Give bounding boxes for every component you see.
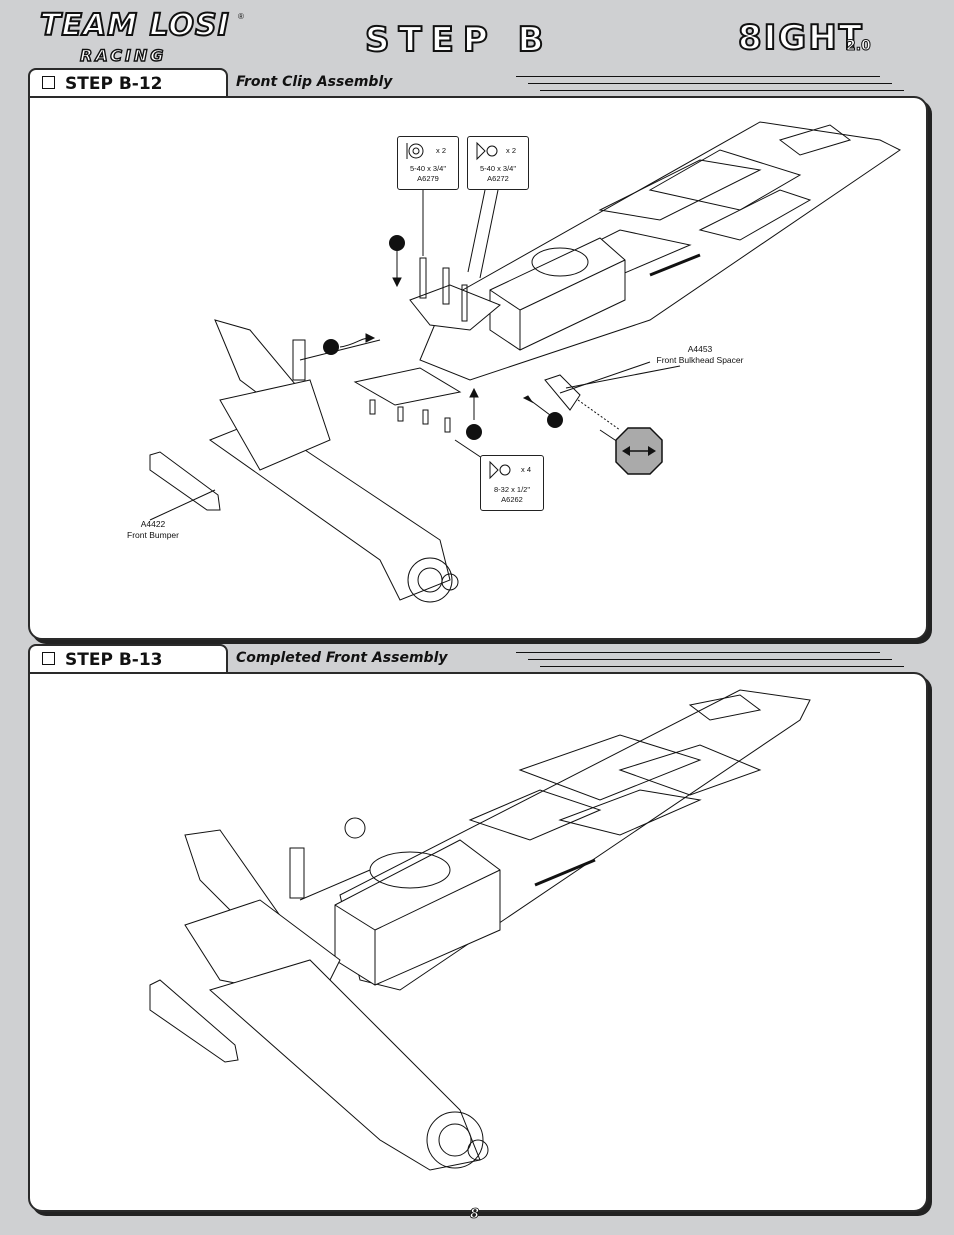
step-b13-label: STEP B-13 — [65, 650, 163, 670]
callout-qty: x 2 — [506, 146, 517, 155]
front-end-b13 — [184, 817, 489, 1171]
front-end-b12 — [208, 319, 459, 603]
adjust-symbol-icon — [615, 427, 663, 475]
step-b12-subtitle: Front Clip Assembly — [236, 74, 393, 90]
racing-logo: RACING — [79, 45, 167, 65]
step-b12-label: STEP B-12 — [65, 74, 163, 94]
step-b12-tab: STEP B-12 — [28, 68, 228, 100]
part-name: Front Bumper — [127, 530, 179, 540]
header-rule — [528, 83, 892, 84]
part-number: A4453 — [687, 344, 713, 354]
reference-dot-icon — [547, 412, 563, 428]
callout-part: A6279 — [417, 174, 439, 183]
step-b13-subtitle: Completed Front Assembly — [236, 650, 448, 666]
team-losi-logo: TEAM LOSI — [39, 7, 230, 44]
part-number: A4422 — [140, 519, 166, 529]
checkbox-icon[interactable] — [42, 651, 55, 665]
part-label-a4422: A4422 Front Bumper — [110, 519, 196, 541]
receiver-box-b13 — [334, 839, 501, 986]
part-label-a4453: A4453 Front Bulkhead Spacer — [640, 344, 760, 366]
callout-size: 5-40 x 3/4" — [409, 164, 447, 173]
registered-mark: ® — [238, 12, 244, 21]
callout-qty: x 4 — [521, 465, 532, 474]
receiver-box-b12 — [489, 237, 626, 351]
page-number: 8 — [470, 1207, 480, 1223]
step-b13-panel — [28, 672, 928, 1212]
callout-screw-a6272: x 2 5-40 x 3/4" A6272 — [467, 136, 529, 190]
eight-logo: 8IGHT — [737, 17, 864, 59]
header-rule — [540, 90, 904, 91]
callout-part: A6262 — [501, 495, 523, 504]
front-bumper-b12 — [149, 451, 221, 511]
callout-size: 5-40 x 3/4" — [479, 164, 517, 173]
header-rule — [516, 652, 880, 653]
reference-dot-icon — [323, 339, 339, 355]
eight-version: 2.0 — [846, 38, 872, 55]
reference-dot-icon — [389, 235, 405, 251]
skid-plate-b12 — [353, 367, 462, 406]
bulkhead-spacer-b12 — [544, 361, 651, 411]
page-step-title: STEP B — [364, 19, 553, 61]
header-rule — [528, 659, 892, 660]
header-rule — [540, 666, 904, 667]
callout-screw-a6262: x 4 8-32 x 1/2" A6262 — [480, 455, 544, 511]
callout-part: A6272 — [487, 174, 509, 183]
front-bulkhead-b12 — [409, 257, 501, 331]
header-rule — [516, 76, 880, 77]
step-b13-tab: STEP B-13 — [28, 644, 228, 676]
checkbox-icon[interactable] — [42, 75, 55, 89]
part-name: Front Bulkhead Spacer — [656, 355, 744, 365]
callout-screw-a6279: x 2 5-40 x 3/4" A6279 — [397, 136, 459, 190]
callout-size: 8-32 x 1/2" — [493, 485, 531, 494]
reference-dot-icon — [466, 424, 482, 440]
callout-qty: x 2 — [436, 146, 447, 155]
front-bumper-b13 — [149, 979, 239, 1063]
